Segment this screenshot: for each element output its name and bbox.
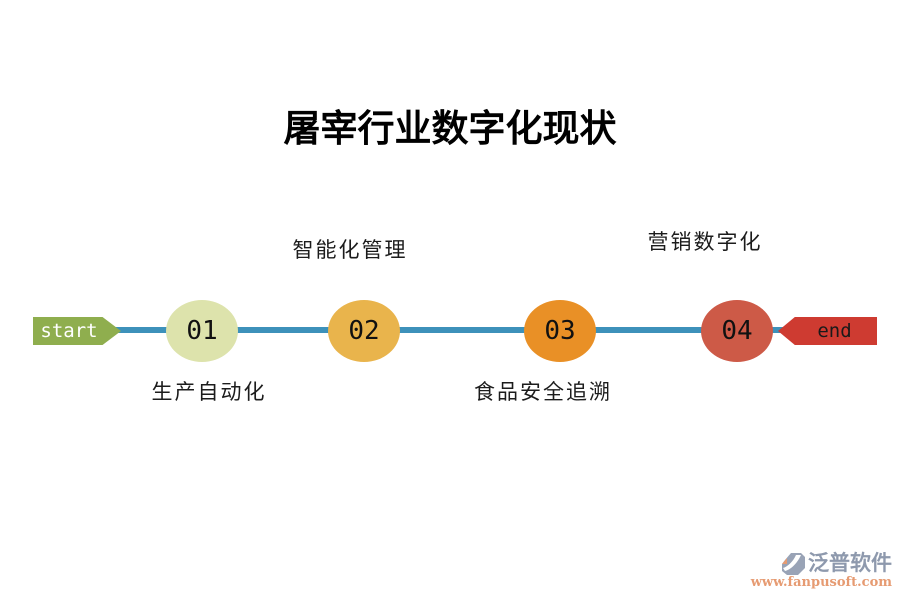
end-label: end	[817, 320, 852, 342]
timeline-node-01: 01	[166, 300, 238, 362]
node-03-label: 食品安全追溯	[474, 380, 612, 404]
node-number: 04	[721, 316, 753, 346]
node-02-label: 智能化管理	[292, 238, 408, 262]
watermark-url: www.fanpusoft.com	[750, 574, 892, 590]
watermark-brand: 泛普软件	[808, 551, 892, 576]
fanpu-logo-icon	[782, 552, 805, 575]
node-04-label: 营销数字化	[647, 230, 763, 254]
node-01-label: 生产自动化	[151, 380, 267, 404]
page-title: 屠宰行业数字化现状	[283, 107, 617, 150]
timeline-line	[110, 327, 794, 333]
timeline-start-tag: start	[33, 317, 121, 345]
watermark: 泛普软件 www.fanpusoft.com	[751, 552, 892, 590]
node-number: 03	[544, 316, 576, 346]
node-number: 01	[186, 316, 218, 346]
node-number: 02	[348, 316, 380, 346]
timeline-end-tag: end	[778, 317, 877, 345]
timeline-node-02: 02	[328, 300, 400, 362]
start-label: start	[40, 320, 98, 342]
timeline-node-03: 03	[524, 300, 596, 362]
timeline-node-04: 04	[701, 300, 773, 362]
